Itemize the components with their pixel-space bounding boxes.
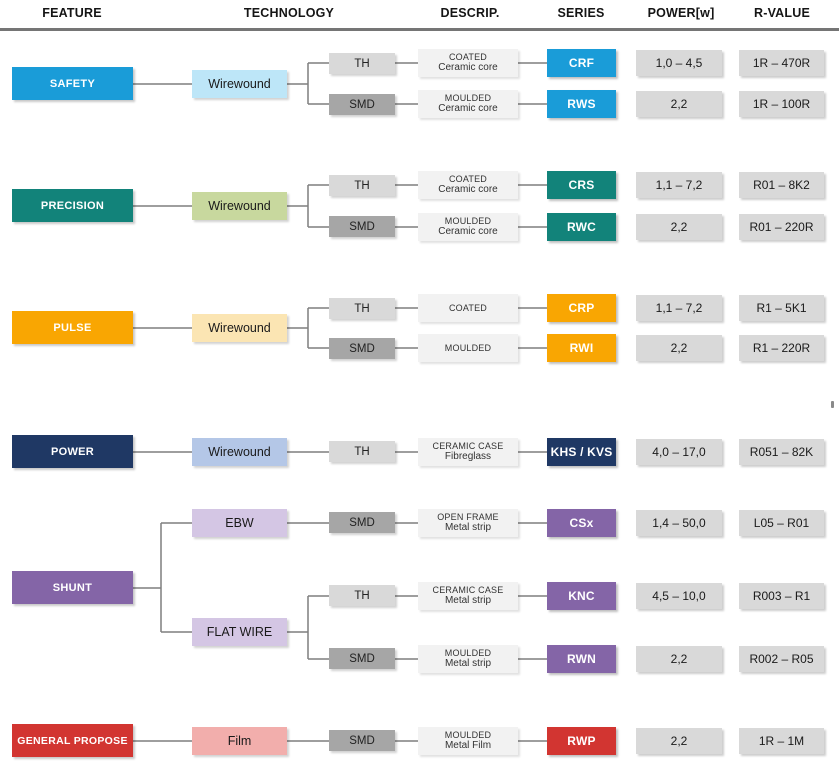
mount-box-th: TH [329, 175, 395, 196]
mount-box-smd: SMD [329, 338, 395, 359]
descrip-box: MOULDED Metal strip [418, 645, 518, 673]
descrip-line1: COATED [448, 51, 488, 62]
descrip-box: MOULDED Metal Film [418, 727, 518, 755]
feature-box-power: POWER [12, 435, 133, 468]
column-header-technology: TECHNOLOGY [243, 6, 335, 20]
descrip-box: OPEN FRAME Metal strip [418, 509, 518, 537]
feature-box-precision: PRECISION [12, 189, 133, 222]
descrip-box: CERAMIC CASE Fibreglass [418, 438, 518, 466]
rvalue-box: R051 – 82K [739, 439, 824, 465]
series-box-crs: CRS [547, 171, 616, 199]
rvalue-box: R01 – 220R [739, 214, 824, 240]
descrip-box: COATED Ceramic core [418, 49, 518, 77]
descrip-line2: Metal Film [444, 740, 492, 752]
rvalue-box: L05 – R01 [739, 510, 824, 536]
descrip-line2: Ceramic core [438, 62, 498, 74]
series-box-rws: RWS [547, 90, 616, 118]
rvalue-box: 1R – 1M [739, 728, 824, 754]
column-header-descrip: DESCRIP. [440, 6, 500, 20]
mount-box-smd: SMD [329, 512, 395, 533]
series-box-knc: KNC [547, 582, 616, 610]
series-box-rwi: RWI [547, 334, 616, 362]
rvalue-box: R1 – 220R [739, 335, 824, 361]
header-divider-line [0, 28, 839, 31]
descrip-line1: MOULDED [444, 342, 492, 353]
rvalue-box: 1R – 470R [739, 50, 824, 76]
mount-box-th: TH [329, 298, 395, 319]
mount-box-smd: SMD [329, 94, 395, 115]
descrip-box: MOULDED Ceramic core [418, 213, 518, 241]
descrip-box: MOULDED Ceramic core [418, 90, 518, 118]
mount-box-th: TH [329, 53, 395, 74]
descrip-line2: Ceramic core [438, 226, 498, 238]
series-box-rwn: RWN [547, 645, 616, 673]
power-value-box: 2,2 [636, 335, 722, 361]
mount-box-smd: SMD [329, 648, 395, 669]
rvalue-box: R003 – R1 [739, 583, 824, 609]
descrip-line1: OPEN FRAME [437, 511, 499, 522]
technology-box-ebw: EBW [192, 509, 287, 537]
feature-box-safety: SAFETY [12, 67, 133, 100]
descrip-line2: Metal strip [444, 595, 492, 607]
technology-box-film: Film [192, 727, 287, 755]
rvalue-box: 1R – 100R [739, 91, 824, 117]
descrip-line1: CERAMIC CASE [432, 584, 504, 595]
power-value-box: 1,4 – 50,0 [636, 510, 722, 536]
technology-box-wirewound: Wirewound [192, 192, 287, 220]
descrip-line1: MOULDED [444, 647, 492, 658]
technology-box-wirewound: Wirewound [192, 438, 287, 466]
descrip-box: COATED [418, 294, 518, 322]
descrip-line1: MOULDED [444, 729, 492, 740]
rvalue-box: R01 – 8K2 [739, 172, 824, 198]
power-value-box: 2,2 [636, 91, 722, 117]
technology-box-flat-wire: FLAT WIRE [192, 618, 287, 646]
mount-box-smd: SMD [329, 216, 395, 237]
series-box-crf: CRF [547, 49, 616, 77]
series-box-rwp: RWP [547, 727, 616, 755]
stray-mark [831, 401, 834, 408]
descrip-line1: CERAMIC CASE [432, 440, 504, 451]
feature-box-shunt: SHUNT [12, 571, 133, 604]
feature-box-pulse: PULSE [12, 311, 133, 344]
series-box-crp: CRP [547, 294, 616, 322]
technology-box-wirewound: Wirewound [192, 314, 287, 342]
descrip-box: COATED Ceramic core [418, 171, 518, 199]
descrip-line2: Fibreglass [444, 451, 492, 463]
descrip-line1: COATED [448, 302, 488, 313]
descrip-box: CERAMIC CASE Metal strip [418, 582, 518, 610]
series-box-khs-kvs: KHS / KVS [547, 438, 616, 466]
series-box-rwc: RWC [547, 213, 616, 241]
power-value-box: 2,2 [636, 728, 722, 754]
column-header-feature: FEATURE [42, 6, 102, 20]
descrip-line1: MOULDED [444, 92, 492, 103]
descrip-box: MOULDED [418, 334, 518, 362]
series-box-csx: CSx [547, 509, 616, 537]
technology-box-wirewound: Wirewound [192, 70, 287, 98]
mount-box-smd: SMD [329, 730, 395, 751]
descrip-line2: Metal strip [444, 658, 492, 670]
descrip-line2: Metal strip [444, 522, 492, 534]
column-header-power: POWER[w] [647, 6, 715, 20]
descrip-line2: Ceramic core [438, 184, 498, 196]
feature-box-general-propose: GENERAL PROPOSE [12, 724, 133, 757]
power-value-box: 1,1 – 7,2 [636, 295, 722, 321]
descrip-line2: Ceramic core [438, 103, 498, 115]
rvalue-box: R1 – 5K1 [739, 295, 824, 321]
power-value-box: 4,0 – 17,0 [636, 439, 722, 465]
power-value-box: 2,2 [636, 646, 722, 672]
descrip-line1: COATED [448, 173, 488, 184]
mount-box-th: TH [329, 441, 395, 462]
rvalue-box: R002 – R05 [739, 646, 824, 672]
column-header-rvalue: R-VALUE [753, 6, 811, 20]
power-value-box: 1,0 – 4,5 [636, 50, 722, 76]
column-header-series: SERIES [557, 6, 605, 20]
descrip-line1: MOULDED [444, 215, 492, 226]
mount-box-th: TH [329, 585, 395, 606]
power-value-box: 4,5 – 10,0 [636, 583, 722, 609]
power-value-box: 1,1 – 7,2 [636, 172, 722, 198]
power-value-box: 2,2 [636, 214, 722, 240]
